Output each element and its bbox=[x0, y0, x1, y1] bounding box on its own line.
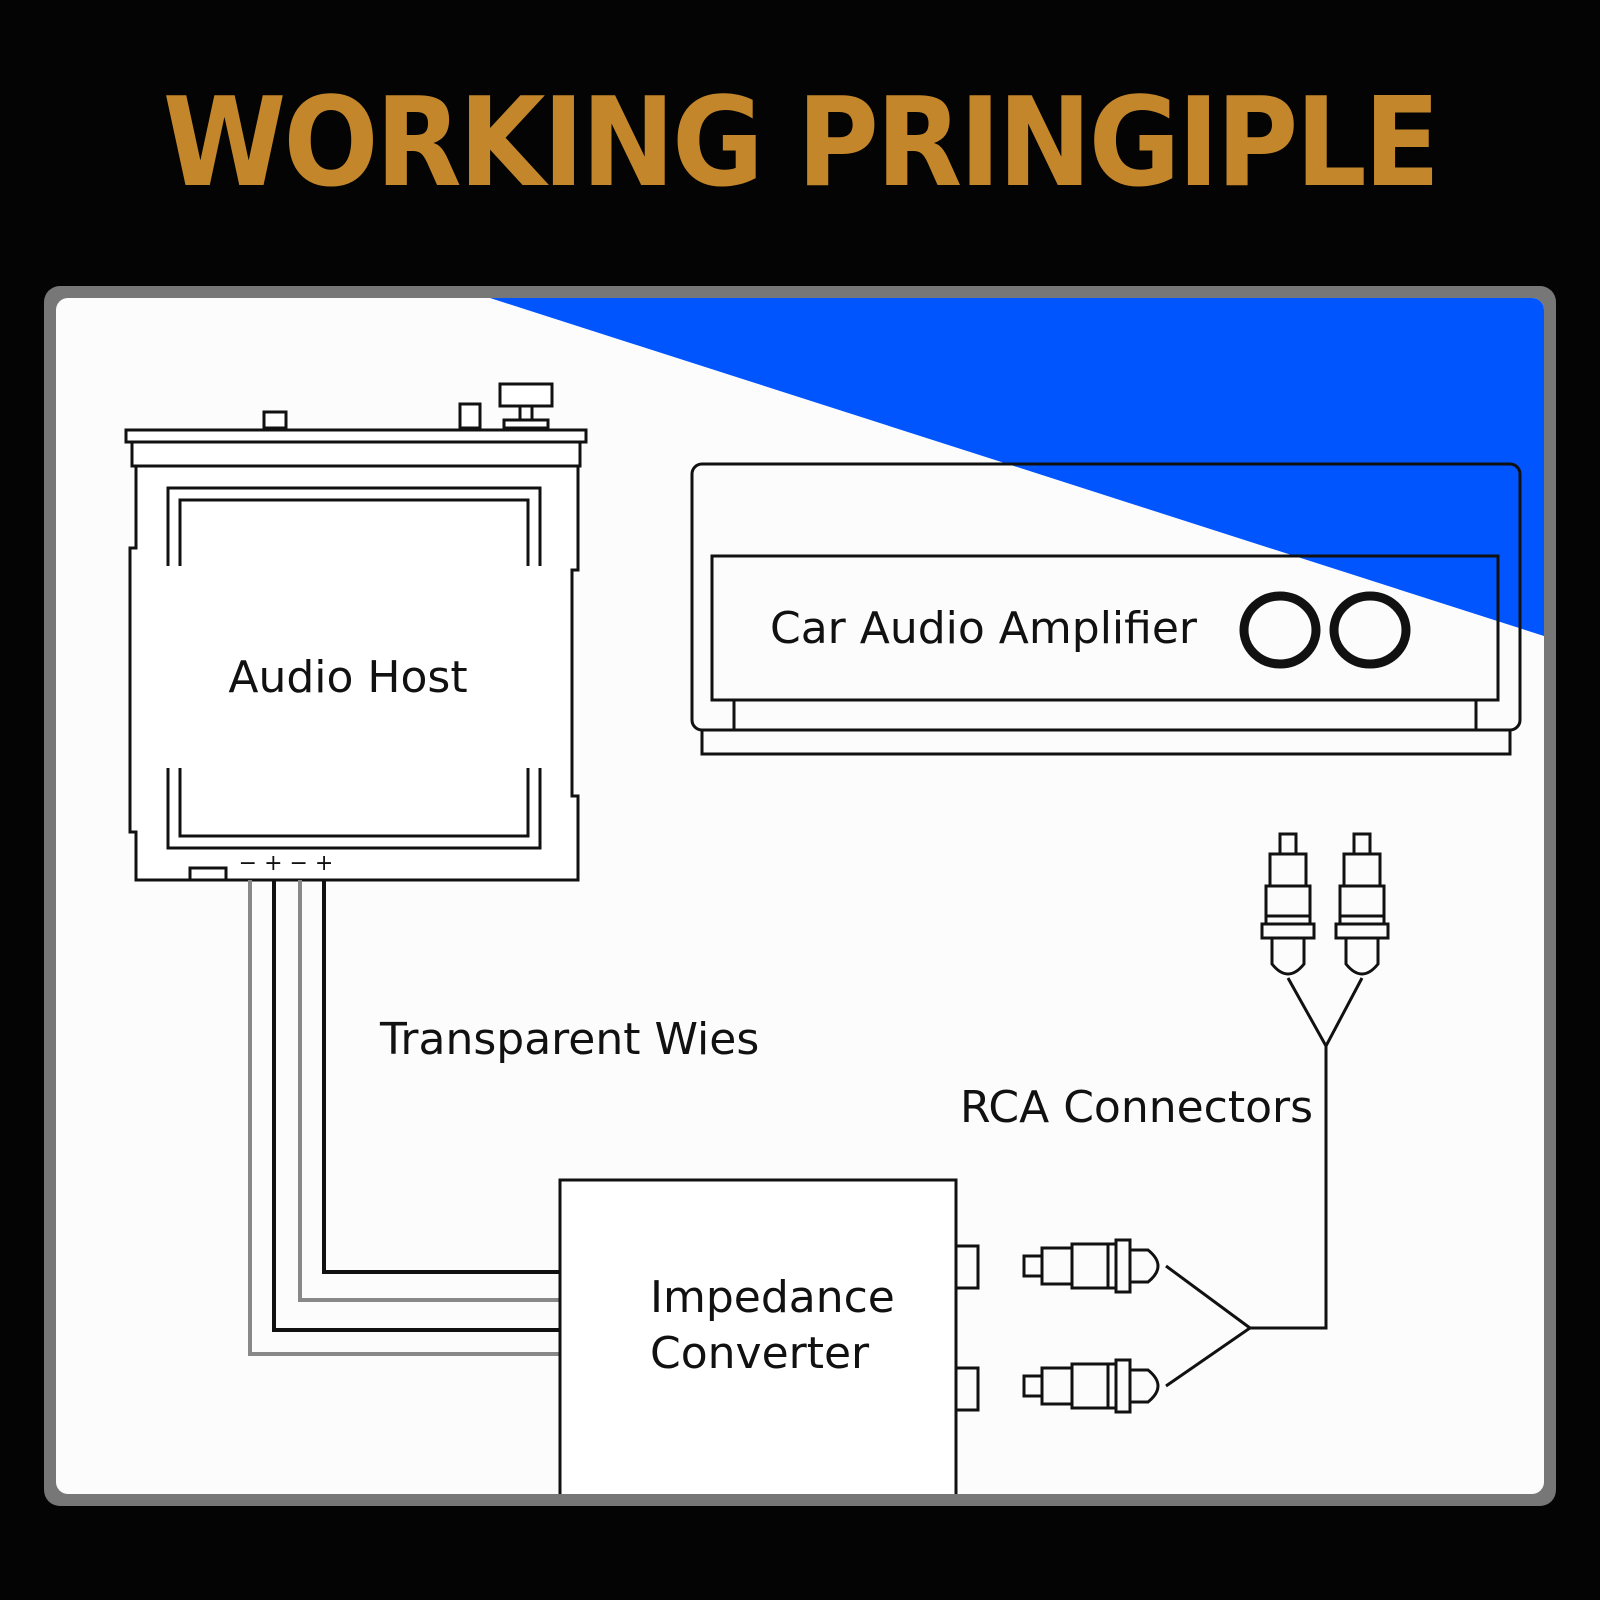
rca-cable-trunk bbox=[1250, 1046, 1328, 1330]
knob-right-icon bbox=[1329, 591, 1411, 669]
wires-label: Transparent Wies bbox=[379, 1014, 759, 1065]
rca-plug-vertical-left-icon bbox=[1260, 832, 1316, 976]
rca-plug-upper-icon bbox=[1022, 1238, 1160, 1294]
rca-connectors-label: RCA Connectors bbox=[960, 1082, 1313, 1133]
transparent-wires bbox=[248, 880, 560, 1356]
amplifier-knobs bbox=[1239, 591, 1411, 669]
amplifier-label: Car Audio Amplifier bbox=[770, 603, 1198, 654]
diagram-canvas: Audio Host − + − + Transparent Wies Car … bbox=[56, 298, 1544, 1494]
audio-host-unit bbox=[124, 382, 588, 882]
rca-plug-vertical-right-icon bbox=[1334, 832, 1390, 976]
page-title: WORKING PRINGIPLE bbox=[162, 71, 1440, 215]
audio-host-label: Audio Host bbox=[228, 652, 467, 703]
car-audio-amplifier bbox=[690, 462, 1522, 756]
converter-label-line2: Converter bbox=[650, 1328, 870, 1379]
rca-cable bbox=[1165, 1264, 1253, 1388]
impedance-converter bbox=[558, 1178, 980, 1494]
rca-cable-split bbox=[1286, 977, 1364, 1050]
rca-plug-lower-icon bbox=[1022, 1358, 1160, 1414]
terminal-polarity-label: − + − + bbox=[239, 851, 334, 876]
diagram-panel: Audio Host − + − + Transparent Wies Car … bbox=[44, 286, 1556, 1506]
knob-left-icon bbox=[1239, 591, 1321, 669]
blue-accent-wedge bbox=[490, 298, 1544, 636]
wiring-diagram: Audio Host − + − + Transparent Wies Car … bbox=[124, 298, 1544, 1494]
converter-label-line1: Impedance bbox=[650, 1272, 895, 1323]
